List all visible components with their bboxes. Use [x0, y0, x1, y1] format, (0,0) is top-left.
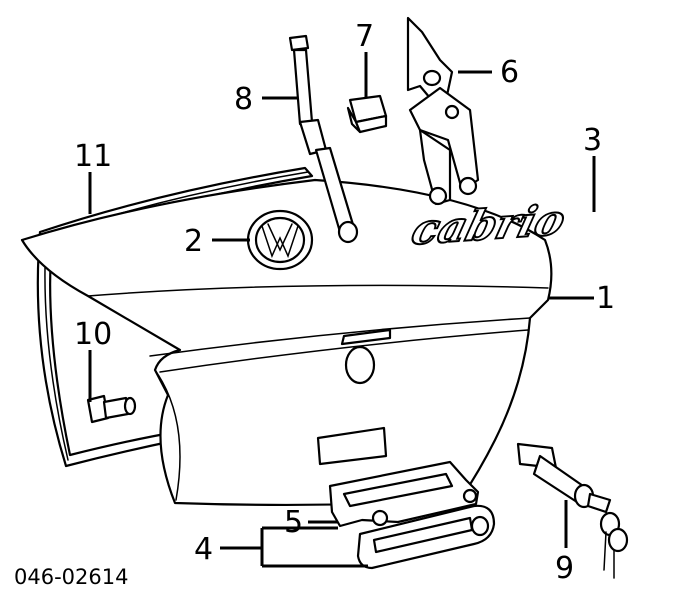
callout-10: 10 — [74, 317, 112, 352]
callout-3: 3 — [583, 123, 602, 158]
callout-11: 11 — [74, 139, 112, 174]
callout-5: 5 — [284, 505, 303, 540]
callout-6: 6 — [500, 55, 519, 90]
trunk-lid — [20, 178, 553, 507]
leader-lines — [88, 52, 596, 568]
callout-7: 7 — [355, 19, 374, 54]
trunk-handle — [356, 504, 496, 570]
handle-bracket — [328, 460, 480, 528]
diagram-code: 046-02614 — [14, 565, 128, 589]
gas-strut — [288, 34, 359, 244]
lock-cylinder — [516, 442, 629, 579]
vw-emblem — [246, 209, 314, 271]
callout-1: 1 — [596, 281, 615, 316]
hinge — [406, 16, 480, 206]
callout-9: 9 — [555, 551, 574, 586]
callout-4: 4 — [194, 532, 213, 567]
callout-2: 2 — [184, 224, 203, 259]
adjuster-screw — [86, 394, 137, 424]
callout-8: 8 — [234, 82, 253, 117]
rubber-stop — [346, 94, 388, 134]
